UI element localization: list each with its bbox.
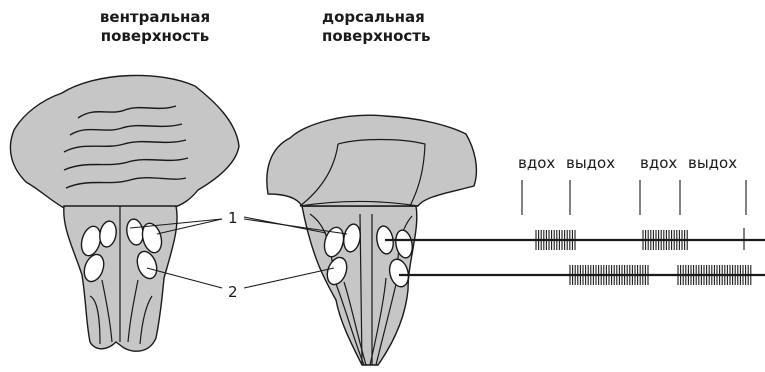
phase-label-inhale: вдох <box>640 154 677 172</box>
phase-label-inhale: вдох <box>518 154 555 172</box>
dorsal-midbrain <box>267 115 477 206</box>
ventral-brainstem <box>10 75 239 351</box>
ventral-pons <box>10 75 239 208</box>
phase-label-exhale: выдох <box>688 154 737 172</box>
callout-label-2: 2 <box>228 283 238 301</box>
spike-bursts <box>536 230 751 285</box>
phase-label-exhale: выдох <box>566 154 615 172</box>
callout-label-1: 1 <box>228 209 238 227</box>
